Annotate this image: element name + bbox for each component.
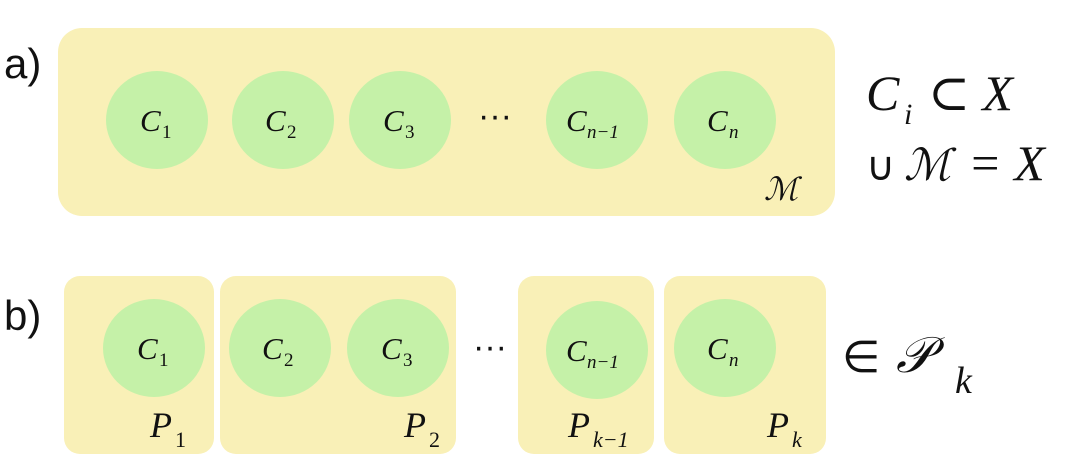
partition-labels: P 1 P 2 P k−1 P k xyxy=(149,405,803,452)
partition-label-pk: P k xyxy=(766,405,803,452)
statement-union: ∪ ℳ = X xyxy=(866,135,1047,191)
statement-union-script: ℳ xyxy=(904,140,957,191)
partition-label-p1: P 1 xyxy=(149,405,186,452)
circle-c2-sub: 2 xyxy=(287,122,297,143)
statement-membership-sub: k xyxy=(955,360,973,402)
circle-c3: C 3 xyxy=(349,71,451,169)
panel-a-ellipsis: ··· xyxy=(478,97,512,135)
circle-cn-1-sub: n−1 xyxy=(587,122,619,143)
panel-b-circles: C 1 C 2 C 3 ··· C n−1 C n xyxy=(103,299,776,399)
circle-cn-sub: n xyxy=(729,122,739,143)
statement-union-prefix: ∪ xyxy=(866,144,895,190)
partition-label-pk-1: P k−1 xyxy=(567,405,629,452)
statement-membership: ∈ 𝒫 k xyxy=(842,326,973,402)
circle-b-c3-letter: C xyxy=(381,331,402,366)
circle-b-c2-sub: 2 xyxy=(284,350,294,371)
partition-label-pk-1-sub: k−1 xyxy=(593,427,629,452)
collection-box-label: ℳ xyxy=(764,170,803,208)
partition-label-p2-letter: P xyxy=(403,405,426,445)
panel-b-ellipsis: ··· xyxy=(473,328,507,366)
circle-b-cn-letter: C xyxy=(707,331,728,366)
statement-subset-letter: C xyxy=(866,65,900,121)
statement-subset-rest: ⊂ X xyxy=(928,65,1015,121)
partition-label-p2-sub: 2 xyxy=(429,427,440,452)
circle-b-cn-1-sub: n−1 xyxy=(587,352,619,373)
circle-b-c3: C 3 xyxy=(347,299,449,397)
circle-c3-sub: 3 xyxy=(405,122,415,143)
statement-membership-prefix: ∈ xyxy=(842,332,880,383)
statement-union-rest: = X xyxy=(968,135,1047,191)
circle-c2-letter: C xyxy=(265,103,286,138)
circle-cn-letter: C xyxy=(707,103,728,138)
circle-c3-letter: C xyxy=(383,103,404,138)
circle-b-c2-letter: C xyxy=(262,331,283,366)
panel-a-circles: C 1 C 2 C 3 ··· C n−1 C n xyxy=(106,71,776,169)
circle-b-c1-sub: 1 xyxy=(159,350,169,371)
circle-b-cn-1-letter: C xyxy=(566,333,587,368)
circle-cn-1-letter: C xyxy=(566,103,587,138)
circle-c1-letter: C xyxy=(140,103,161,138)
circle-c2: C 2 xyxy=(232,71,334,169)
circle-cn-1: C n−1 xyxy=(546,71,648,169)
circle-c1: C 1 xyxy=(106,71,208,169)
circle-b-c2: C 2 xyxy=(229,299,331,397)
circle-b-c1-letter: C xyxy=(137,331,158,366)
circle-b-cn-1: C n−1 xyxy=(546,301,648,399)
panel-b-label: b) xyxy=(4,292,41,339)
circle-b-c3-sub: 3 xyxy=(403,350,413,371)
statement-subset-sub: i xyxy=(904,98,912,131)
partition-label-pk-sub: k xyxy=(792,427,803,452)
circle-c1-sub: 1 xyxy=(162,122,172,143)
circle-b-cn-sub: n xyxy=(729,350,739,371)
circle-cn: C n xyxy=(674,71,776,169)
panel-a-label: a) xyxy=(4,40,41,87)
statement-membership-script: 𝒫 xyxy=(896,326,945,384)
statement-subset: C i ⊂ X xyxy=(866,65,1015,131)
partition-label-p1-letter: P xyxy=(149,405,172,445)
partition-label-p2: P 2 xyxy=(403,405,440,452)
circle-b-c1: C 1 xyxy=(103,299,205,397)
partition-label-p1-sub: 1 xyxy=(175,427,186,452)
circle-b-cn: C n xyxy=(674,299,776,397)
partition-label-pk-letter: P xyxy=(766,405,789,445)
partition-label-pk-1-letter: P xyxy=(567,405,590,445)
